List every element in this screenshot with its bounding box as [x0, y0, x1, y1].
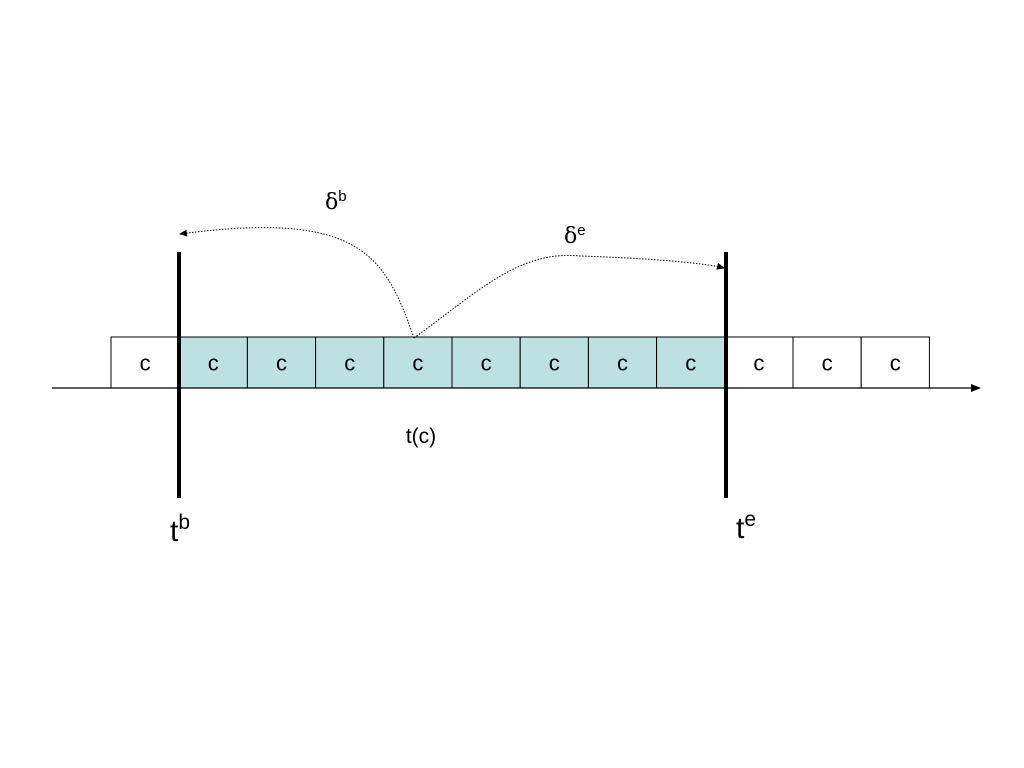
cell-label: c — [344, 351, 355, 376]
cell: c — [587, 336, 658, 389]
tc-label: t(c) — [406, 425, 436, 448]
cell: c — [724, 336, 794, 389]
cell-label: c — [549, 351, 560, 376]
cell: c — [519, 336, 589, 389]
cell: c — [656, 336, 726, 389]
tb-label: tb — [170, 511, 190, 548]
delta-e-arrow — [413, 254, 725, 339]
cell-label: c — [412, 351, 423, 376]
delta-b-arrow — [179, 227, 415, 339]
cell: c — [178, 336, 248, 389]
cell-box — [860, 336, 930, 389]
delta-b-label: δb — [325, 188, 347, 215]
cell-box — [724, 336, 794, 389]
cell: c — [860, 336, 930, 389]
cell-box-highlighted — [451, 336, 521, 389]
cell: c — [383, 336, 453, 389]
cell: c — [315, 336, 385, 389]
te-label: te — [736, 508, 756, 545]
cell: c — [451, 336, 521, 389]
cell-label: c — [822, 351, 833, 376]
cell-label: c — [140, 351, 151, 376]
cell-box-highlighted — [178, 336, 248, 389]
cell-label: c — [208, 351, 219, 376]
cell-label: c — [685, 351, 696, 376]
cell: c — [110, 336, 180, 389]
cell-label: c — [890, 351, 901, 376]
delta-e-label: δe — [564, 222, 586, 249]
cell-box-highlighted — [246, 336, 317, 389]
cell-box — [110, 336, 180, 389]
cell-label: c — [753, 351, 764, 376]
cell: c — [792, 336, 862, 389]
cell: c — [246, 336, 317, 389]
cell-label: c — [617, 351, 628, 376]
cell-label: c — [276, 351, 287, 376]
cell-label: c — [481, 351, 492, 376]
cell-box-highlighted — [587, 336, 658, 389]
